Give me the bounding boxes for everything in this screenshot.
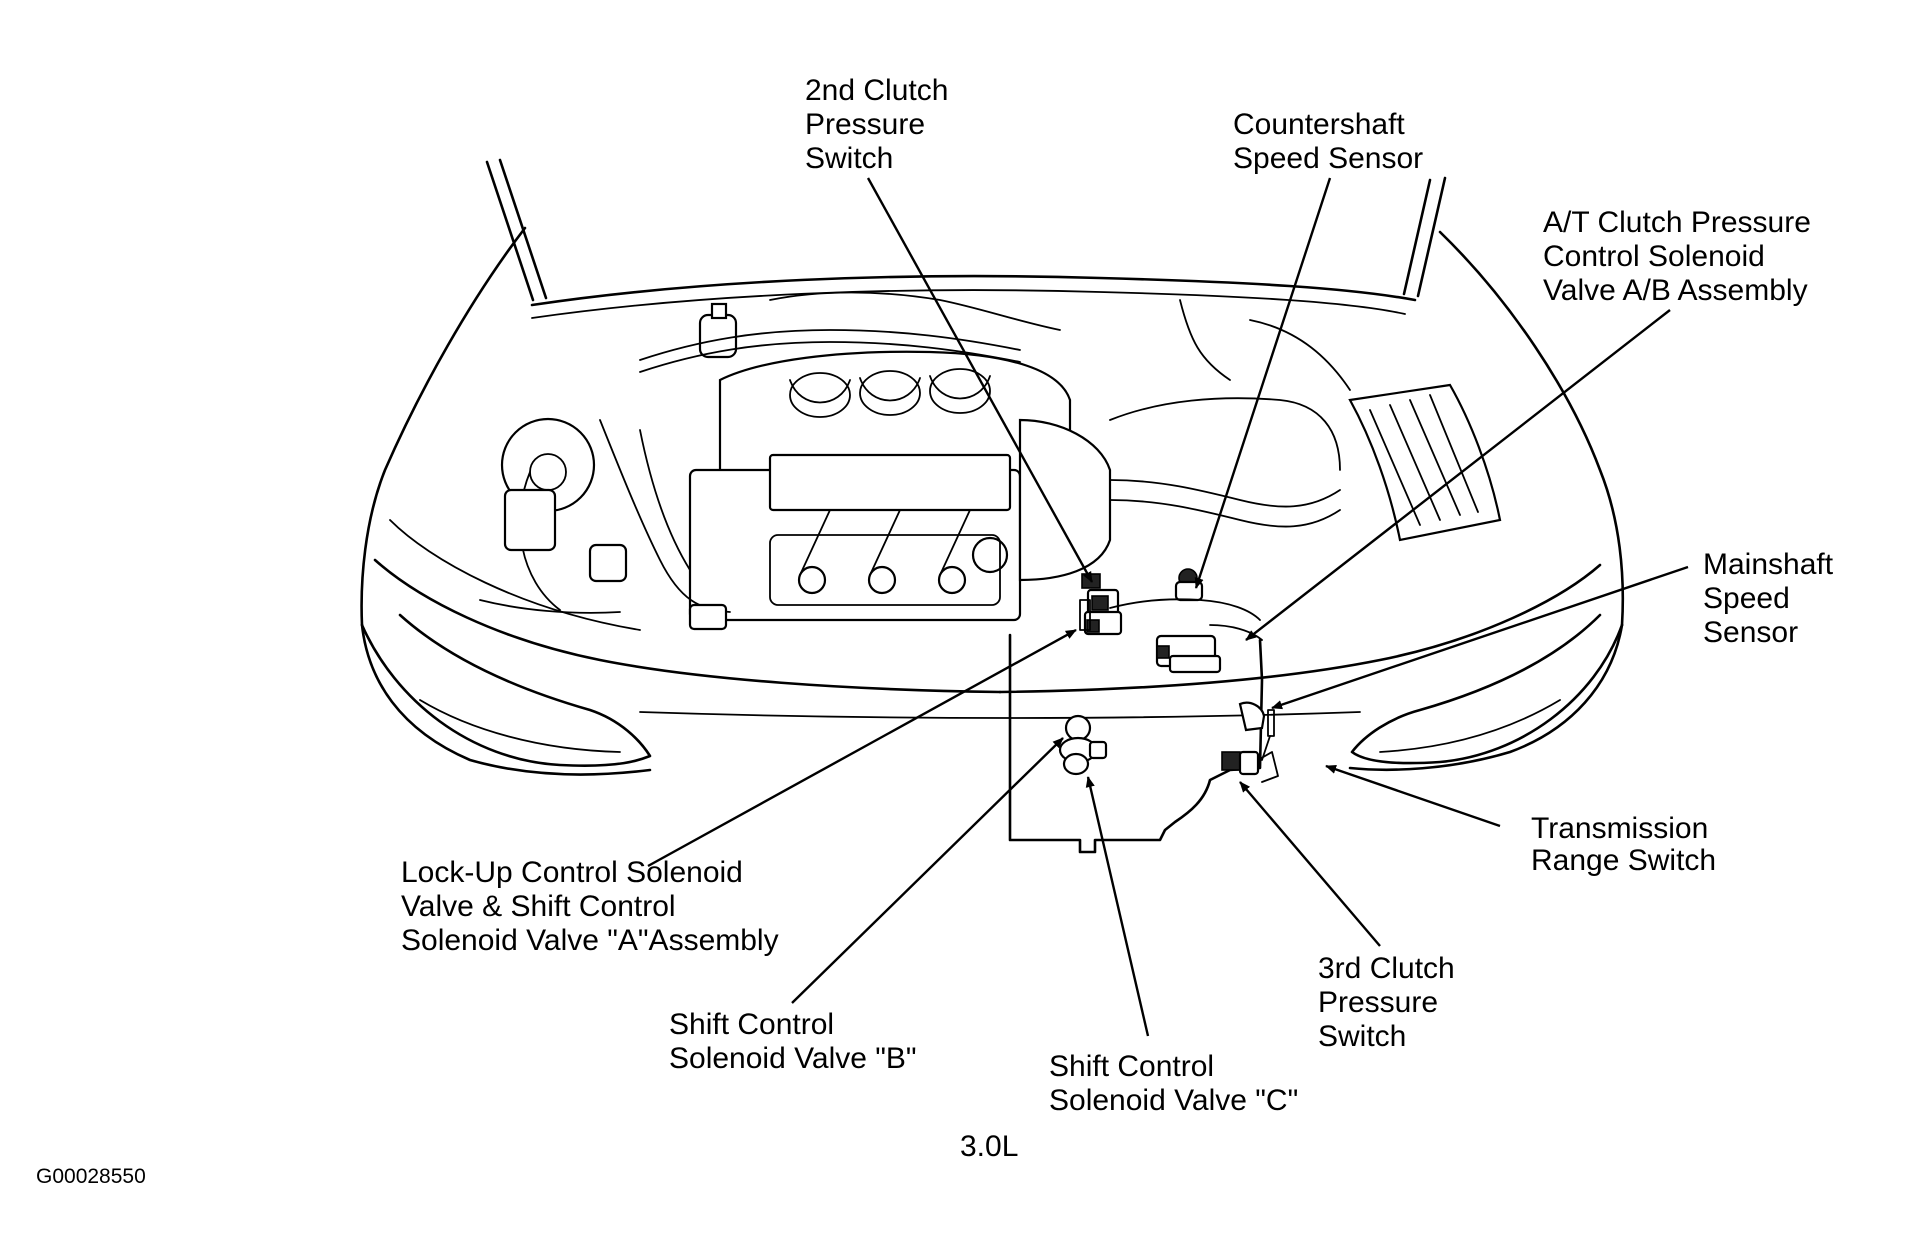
leader-mainshaft [1271,565,1689,710]
leader-3rd-clutch [1239,781,1381,947]
label-transmission-range-switch: Transmission Range Switch [1531,812,1717,877]
label-2nd-clutch-pressure-switch: 2nd Clutch Pressure Switch [805,74,957,175]
oil-filler-cap [971,536,1009,574]
label-mainshaft-speed-sensor: Mainshaft Speed Sensor [1703,548,1841,649]
mainshaft-and-range-switch [1221,701,1279,783]
label-at-clutch-pressure-control-solenoid: A/T Clutch Pressure Control Solenoid Val… [1543,206,1819,307]
engine-label: 3.0L [960,1130,1018,1163]
label-shift-control-solenoid-c: Shift Control Solenoid Valve "C" [1049,1050,1298,1117]
countershaft-sensor [1109,568,1261,621]
leader-range-switch [1325,764,1501,828]
leader-at-clutch [1245,309,1671,641]
leader-lines [647,177,1689,1037]
solenoid-cluster-upper [1079,573,1123,636]
at-clutch-solenoid-assembly [1155,624,1263,674]
right-hood-prop [1416,176,1447,298]
label-3rd-clutch-pressure-switch: 3rd Clutch Pressure Switch [1318,952,1463,1053]
leader-2nd-clutch [866,177,1094,583]
leader-shift-c [1085,776,1150,1037]
leader-shift-b [791,737,1064,1004]
air-cleaner-box [1348,383,1502,542]
label-shift-control-solenoid-b: Shift Control Solenoid Valve "B" [669,1008,917,1075]
transmission-case-outline [1008,633,1264,854]
label-countershaft-speed-sensor: Countershaft Speed Sensor [1233,108,1423,175]
engine-assembly [479,291,1502,631]
figure-id: G00028550 [36,1165,146,1188]
shift-solenoid-b-c [1058,714,1108,776]
left-hood-prop [485,160,535,302]
leader-countershaft [1194,177,1332,589]
leader-lockup [647,628,1077,868]
car-body-outline [360,158,1625,776]
label-lockup-control-solenoid: Lock-Up Control Solenoid Valve & Shift C… [401,856,779,957]
